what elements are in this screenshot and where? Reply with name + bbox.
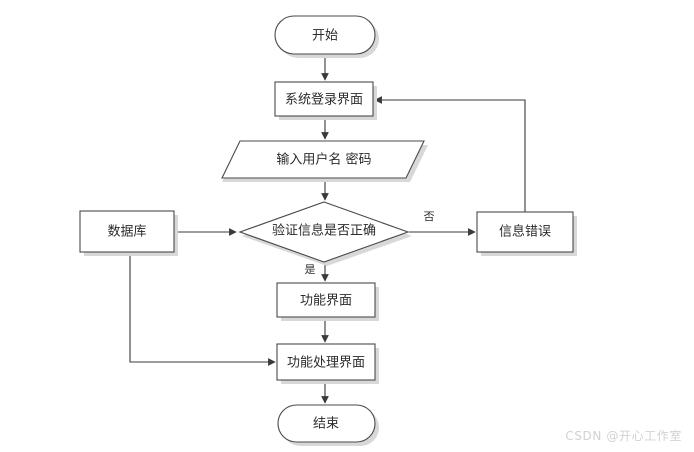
node-database-shape	[79, 210, 175, 253]
node-input-data-shape	[221, 140, 425, 179]
node-start-shape	[274, 15, 376, 55]
node-end-label: 结束	[313, 417, 339, 432]
node-end-shape	[277, 404, 376, 443]
node-function-process-ui-shape	[276, 343, 376, 381]
node-input-data[interactable]: 输入用户名 密码	[221, 140, 428, 182]
connector-database-to-process	[129, 253, 276, 366]
node-function-process-ui-label: 功能处理界面	[287, 356, 365, 371]
node-login-screen[interactable]: 系统登录界面	[274, 81, 377, 120]
node-info-error[interactable]: 信息错误	[476, 211, 577, 256]
node-verify-shape	[238, 201, 410, 263]
node-function-ui-label: 功能界面	[300, 294, 352, 309]
node-verify[interactable]: 验证信息是否正确	[238, 201, 412, 266]
node-info-error-shape	[476, 211, 574, 253]
node-verify-label: 验证信息是否正确	[272, 223, 376, 239]
edge-label-no: 否	[424, 210, 435, 223]
node-login-screen-label: 系统登录界面	[285, 93, 363, 108]
node-function-process-ui[interactable]: 功能处理界面	[276, 343, 379, 384]
edge-label-yes: 是	[305, 263, 316, 276]
node-database[interactable]: 数据库	[79, 210, 178, 256]
node-function-ui[interactable]: 功能界面	[276, 282, 379, 321]
node-database-label: 数据库	[107, 224, 146, 240]
node-info-error-label: 信息错误	[499, 224, 551, 240]
node-input-data-label: 输入用户名 密码	[276, 152, 371, 168]
node-function-ui-shape	[276, 282, 376, 318]
node-start-label: 开始	[312, 29, 338, 44]
node-login-screen-shape	[274, 81, 374, 117]
node-start[interactable]: 开始	[274, 15, 379, 58]
watermark: CSDN @开心工作室	[565, 429, 682, 443]
connector-info-error-to-login	[374, 96, 526, 212]
node-end[interactable]: 结束	[277, 404, 379, 446]
